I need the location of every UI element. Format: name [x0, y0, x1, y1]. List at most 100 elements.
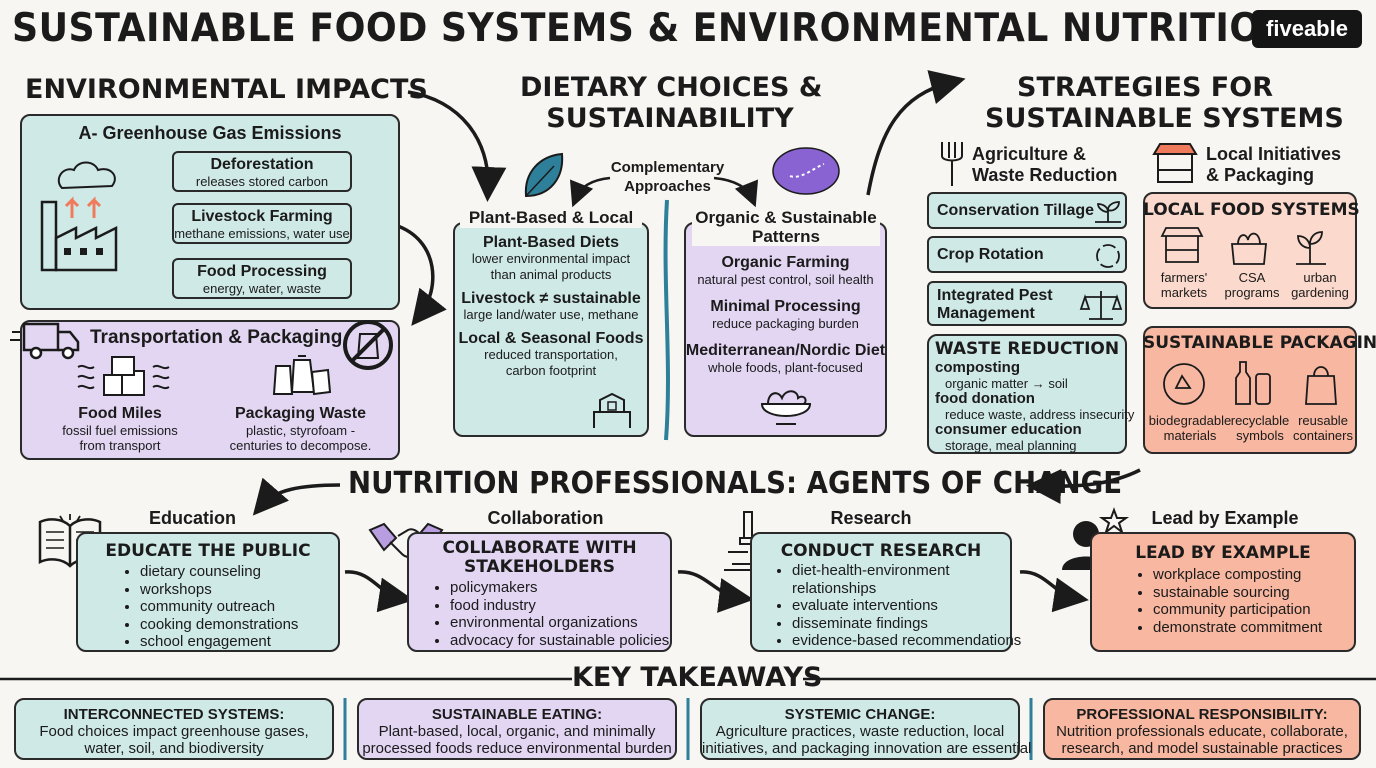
- card-label-education: Education: [148, 508, 236, 528]
- food-miles-name: Food Miles: [78, 405, 162, 422]
- lead-bullets: workplace composting sustainable sourcin…: [1135, 566, 1322, 636]
- key-takeaways-heading: KEY TAKEAWAYS: [572, 662, 823, 693]
- takeaway-text: water, soil, and biodiversity: [84, 740, 264, 757]
- plant-based-panel: [453, 222, 649, 437]
- packaging-item-line1: reusable: [1298, 413, 1348, 428]
- environmental-impacts-heading: ENVIRONMENTAL IMPACTS: [25, 74, 428, 105]
- ipm-label-line2: Management: [937, 305, 1035, 322]
- packaging-item-line2: containers: [1293, 428, 1353, 443]
- bullet-item: workshops: [140, 581, 298, 599]
- agri-title: Agriculture & Waste Reduction: [972, 144, 1117, 186]
- conservation-tillage-label: Conservation Tillage: [937, 202, 1095, 219]
- bullet-item: environmental organizations: [450, 614, 669, 632]
- takeaway-text: Agriculture practices, waste reduction, …: [715, 723, 1005, 740]
- organic-panel: [684, 222, 887, 437]
- ghg-item-name: Livestock Farming: [191, 208, 333, 225]
- local-title-line1: Local Initiatives: [1206, 144, 1342, 164]
- food-miles-desc: fossil fuel emissions: [62, 423, 178, 438]
- food-miles: Food Miles fossil fuel emissions from tr…: [40, 405, 200, 453]
- ghg-item-desc: methane emissions, water use: [174, 226, 350, 241]
- collaboration-card: [407, 532, 672, 652]
- organic-item-desc: reduce packaging burden: [712, 316, 859, 331]
- research-bullets: diet-health-environment relationships ev…: [774, 562, 1021, 650]
- agri-title-line1: Agriculture &: [972, 144, 1087, 164]
- crop-rotation: Crop Rotation: [927, 236, 1127, 273]
- takeaway-interconnected: INTERCONNECTED SYSTEMS: Food choices imp…: [14, 698, 334, 760]
- education-bullets: dietary counseling workshops community o…: [122, 563, 298, 651]
- waste-reduction-panel: [927, 334, 1127, 454]
- packaging-waste-desc: centuries to decompose.: [229, 438, 372, 453]
- csa-box-icon: [1231, 232, 1267, 265]
- lead-card: [1090, 532, 1356, 652]
- strategies-heading-line1: STRATEGIES FOR: [1017, 72, 1273, 103]
- local-item-urban-gardening: urban gardening: [1284, 270, 1356, 300]
- plant-item-desc: large land/water use, methane: [463, 307, 639, 322]
- truck-icon: [10, 322, 80, 360]
- ipm-label: Integrated Pest Management: [937, 287, 1053, 323]
- card-label-collaboration: Collaboration: [487, 508, 604, 528]
- research-card: [750, 532, 1012, 652]
- local-item-line1: urban: [1303, 270, 1337, 285]
- waste-reduction-title: WASTE REDUCTION: [934, 339, 1120, 359]
- farmers-market-icon: [1160, 227, 1204, 263]
- waste-reduction-items: composting organic matter → soil food do…: [935, 360, 1134, 453]
- bullet-item: cooking demonstrations: [140, 616, 298, 634]
- takeaway-text: research, and model sustainable practice…: [1061, 740, 1343, 757]
- eu-organic-icon: [772, 147, 840, 195]
- strategies-heading-line2: SUSTAINABLE SYSTEMS: [985, 103, 1344, 134]
- local-title: Local Initiatives & Packaging: [1206, 144, 1341, 186]
- local-item-line2: programs: [1224, 285, 1280, 300]
- waste-item-name: composting: [935, 359, 1020, 376]
- card-label-research: Research: [830, 508, 912, 528]
- packaging-item-biodegradable: biodegradable materials: [1145, 413, 1235, 443]
- boxes-icon: [77, 356, 170, 396]
- ghg-item-name: Deforestation: [210, 156, 314, 173]
- leaf-icon: [524, 152, 564, 198]
- bullet-item: evidence-based recommendations: [792, 632, 1021, 650]
- takeaway-text: Plant-based, local, organic, and minimal…: [378, 723, 656, 740]
- takeaway-title: SUSTAINABLE EATING:: [431, 706, 603, 723]
- bullet-item: advocacy for sustainable policies: [450, 632, 669, 650]
- packaging-item-line2: symbols: [1236, 428, 1284, 443]
- organic-item-name: Mediterranean/Nordic Diet: [685, 342, 886, 359]
- factory-icon: [40, 161, 118, 272]
- farm-stand-icon: [593, 392, 631, 428]
- local-item-farmers-markets: farmers' markets: [1148, 270, 1220, 300]
- packaging-item-line1: biodegradable: [1148, 413, 1232, 428]
- organic-item-name: Organic Farming: [721, 254, 850, 271]
- crop-rotation-label: Crop Rotation: [937, 246, 1044, 263]
- agri-title-line2: Waste Reduction: [972, 165, 1118, 185]
- packaging-waste-name: Packaging Waste: [234, 405, 366, 422]
- complementary-approaches: Complementary Approaches: [600, 158, 735, 196]
- takeaway-title: INTERCONNECTED SYSTEMS:: [63, 706, 285, 723]
- packaging-item-line1: recyclable: [1230, 413, 1290, 428]
- organic-item-desc: natural pest control, soil health: [697, 272, 874, 287]
- ghg-item-desc: releases stored carbon: [195, 174, 329, 189]
- takeaway-sustainable-eating: SUSTAINABLE EATING: Plant-based, local, …: [357, 698, 677, 760]
- ghg-item-deforestation: Deforestation releases stored carbon: [172, 151, 352, 192]
- brand-logo[interactable]: fiveable: [1252, 10, 1362, 48]
- takeaway-text: Food choices impact greenhouse gases,: [39, 723, 309, 740]
- local-item-line1: farmers': [1160, 270, 1208, 285]
- bullet-item: workplace composting: [1153, 566, 1322, 584]
- bullet-item: dietary counseling: [140, 563, 298, 581]
- plant-item-name: Local & Seasonal Foods: [458, 330, 644, 347]
- local-item-line1: CSA: [1238, 270, 1266, 285]
- packaging-waste-icon: [272, 355, 332, 396]
- ipm-label-line1: Integrated Pest: [937, 287, 1053, 304]
- sprout-icon: [1095, 201, 1121, 223]
- cycle-icon: [1096, 244, 1120, 268]
- packaging-item-line2: materials: [1163, 428, 1217, 443]
- packaging-item-recyclable: recyclable symbols: [1225, 413, 1295, 443]
- organic-items: Organic Farming natural pest control, so…: [684, 254, 887, 376]
- bullet-item: school engagement: [140, 633, 298, 651]
- dietary-heading: DIETARY CHOICES & SUSTAINABILITY: [520, 72, 822, 134]
- page-title: SUSTAINABLE FOOD SYSTEMS & ENVIRONMENTAL…: [12, 6, 1292, 51]
- bullet-item: demonstrate commitment: [1153, 619, 1322, 637]
- conservation-tillage: Conservation Tillage: [927, 192, 1127, 229]
- sustainable-packaging-panel: [1143, 326, 1357, 454]
- complementary-line2: Approaches: [624, 178, 711, 195]
- bullet-item: food industry: [450, 597, 669, 615]
- plant-item-desc: carbon footprint: [505, 363, 597, 378]
- takeaway-text: processed foods reduce environmental bur…: [362, 740, 672, 757]
